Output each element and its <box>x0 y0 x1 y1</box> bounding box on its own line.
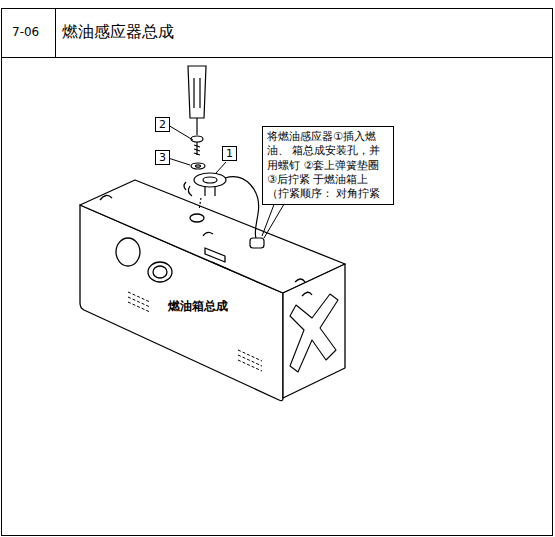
callout-text: 1 <box>226 147 233 160</box>
screw-washer-sensor <box>184 136 264 248</box>
screwdriver <box>188 66 206 135</box>
callout-number: 3 <box>155 150 170 165</box>
sheet-title: 燃油感应器总成 <box>62 22 174 43</box>
note-box: 将燃油感应器①插入燃油、 箱总成安装孔，并用螺钉 ②套上弹簧垫圈③后拧紧 于燃油… <box>262 126 394 205</box>
table-frame <box>2 9 553 536</box>
note-text: 将燃油感应器①插入燃油、 箱总成安装孔，并用螺钉 ②套上弹簧垫圈③后拧紧 于燃油… <box>267 130 389 201</box>
callout-number: 2 <box>155 117 170 132</box>
callout-text: 3 <box>159 151 166 164</box>
part-name: 燃油箱总成 <box>168 298 228 315</box>
vent-marks <box>128 292 262 371</box>
callout-text: 2 <box>159 118 166 131</box>
fuel-tank <box>80 180 345 401</box>
section-number: 7-06 <box>12 25 39 39</box>
callout-number: 1 <box>222 146 237 161</box>
